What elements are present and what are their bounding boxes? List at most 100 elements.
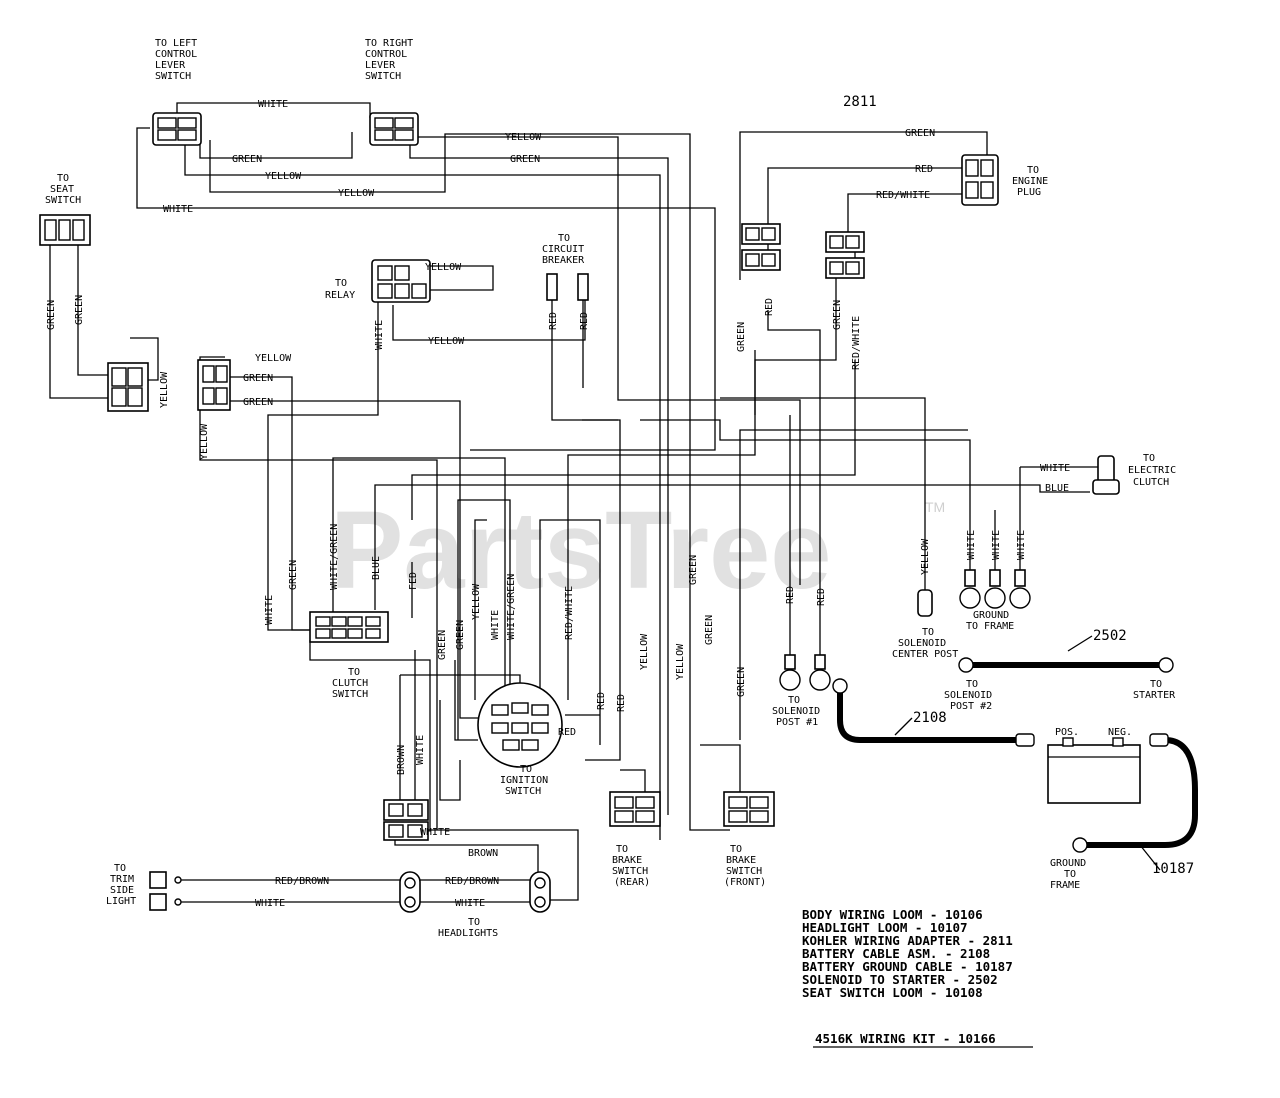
label-eclutch-1: TO [1143,453,1155,464]
wire-label: YELLOW [471,583,482,620]
label-neg: NEG. [1108,727,1132,738]
trim-light-terminals [149,871,182,911]
label-right-lever-1: TO RIGHT [365,38,413,49]
wire-label: RED [548,312,559,330]
wire-label: GREEN [704,615,715,645]
brake-rear-connector [609,791,661,827]
legend-line: SEAT SWITCH LOOM - 10108 [802,985,983,1000]
label-ign-2: IGNITION [500,775,548,786]
legend-line: BATTERY GROUND CABLE - 10187 [802,959,1013,974]
legend-line: BATTERY CABLE ASM. - 2108 [802,946,990,961]
label-left-lever-2: CONTROL [155,49,197,60]
legend-line: KOHLER WIRING ADAPTER - 2811 [802,933,1013,948]
label-cb-3: BREAKER [542,255,585,266]
headlight-right [529,871,551,913]
label-seat-3: SWITCH [45,195,81,206]
wire-label: GREEN [288,560,299,590]
label-ground2-1: GROUND [1050,858,1086,869]
seat-switch-connector [39,214,91,246]
label-brake-front-2: BRAKE [726,855,756,866]
label-seat-1: TO [57,173,69,184]
wire-label: WHITE [490,610,501,640]
wire-label: GREEN [74,295,85,325]
wire-label: GREEN [46,300,57,330]
label-cb-2: CIRCUIT [542,244,584,255]
label-brake-rear-4: (REAR) [614,877,650,888]
label-seat-2: SEAT [50,184,74,195]
wire-label: WHITE [255,898,285,909]
wire-label: RED/BROWN [445,876,499,887]
label-ground2-3: FRAME [1050,880,1080,891]
watermark-tm: TM [925,499,945,515]
headlight-left [399,871,421,913]
wire-label: GREEN [905,128,935,139]
label-cb-1: TO [558,233,570,244]
label-ign-3: SWITCH [505,786,541,797]
wire-label: RED [915,164,933,175]
label-relay-2: RELAY [325,290,355,301]
kit-title: 4516K WIRING KIT - 10166 [815,1031,996,1046]
wire-label: RED/WHITE [564,586,575,640]
wire-label: YELLOW [639,633,650,670]
legend: BODY WIRING LOOM - 10106 HEADLIGHT LOOM … [802,907,1013,1000]
wire-label: GREEN [736,667,747,697]
legend-line: SOLENOID TO STARTER - 2502 [802,972,998,987]
cable-ends [832,657,1174,853]
headlight-loom-connectors [383,799,429,841]
label-starter-2: STARTER [1133,690,1176,701]
wire-label: RED [616,694,627,712]
wire-label: GREEN [455,620,466,650]
label-ign-1: TO [520,764,532,775]
label-left-lever-4: SWITCH [155,71,191,82]
label-ground-2: TO FRAME [966,621,1014,632]
wire-label: GREEN [243,397,273,408]
circuit-breaker-terminals [546,273,589,301]
wire-label: YELLOW [425,262,462,273]
wire-label: WHITE [455,898,485,909]
label-brake-front-1: TO [730,844,742,855]
wire-label: WHITE [258,99,288,110]
right-lever-connector [369,112,419,146]
wire-label: GREEN [232,154,262,165]
engine-plug-connector [961,154,999,206]
wire-label: FED [408,572,419,590]
ignition-switch-connector [477,682,563,768]
label-left-lever-3: LEVER [155,60,186,71]
wire-label: GREEN [243,373,273,384]
label-brake-rear-2: BRAKE [612,855,642,866]
wire-label: YELLOW [675,643,686,680]
part-number-10187: 10187 [1152,861,1194,877]
label-sol1-1: TO [788,695,800,706]
legend-line: BODY WIRING LOOM - 10106 [802,907,983,922]
wire-label: RED [579,312,590,330]
wire-label: RED [816,588,827,606]
label-engine-3: PLUG [1017,187,1041,198]
wire-label: WHITE [966,530,977,560]
label-relay-1: TO [335,278,347,289]
label-clutch-2: CLUTCH [332,678,368,689]
component-labels: TO LEFT CONTROL LEVER SWITCH TO RIGHT CO… [45,38,1176,939]
label-head-1: TO [468,917,480,928]
label-starter-1: TO [1150,679,1162,690]
label-sol1-3: POST #1 [776,717,818,728]
part-number-2811: 2811 [843,94,877,110]
wire-label: WHITE [1016,530,1027,560]
watermark: PartsTree [330,489,831,612]
clutch-switch-connector [309,611,389,643]
cable-2108 [837,687,1023,743]
label-sol2-1: TO [966,679,978,690]
wire-label: WHITE [415,735,426,765]
label-ground2-2: TO [1064,869,1076,880]
wire-label: GREEN [736,322,747,352]
brake-front-connector [723,791,775,827]
wire-label: WHITE [163,204,193,215]
wire-label: RED/BROWN [275,876,329,887]
label-right-lever-2: CONTROL [365,49,407,60]
part-numbers: 2811 2502 2108 10187 [843,94,1194,877]
label-sol2-2: SOLENOID [944,690,992,701]
part-number-2502: 2502 [1093,628,1127,644]
adapter-connectors [741,223,865,279]
relay-connector [371,259,431,303]
wire-label: WHITE [420,827,450,838]
